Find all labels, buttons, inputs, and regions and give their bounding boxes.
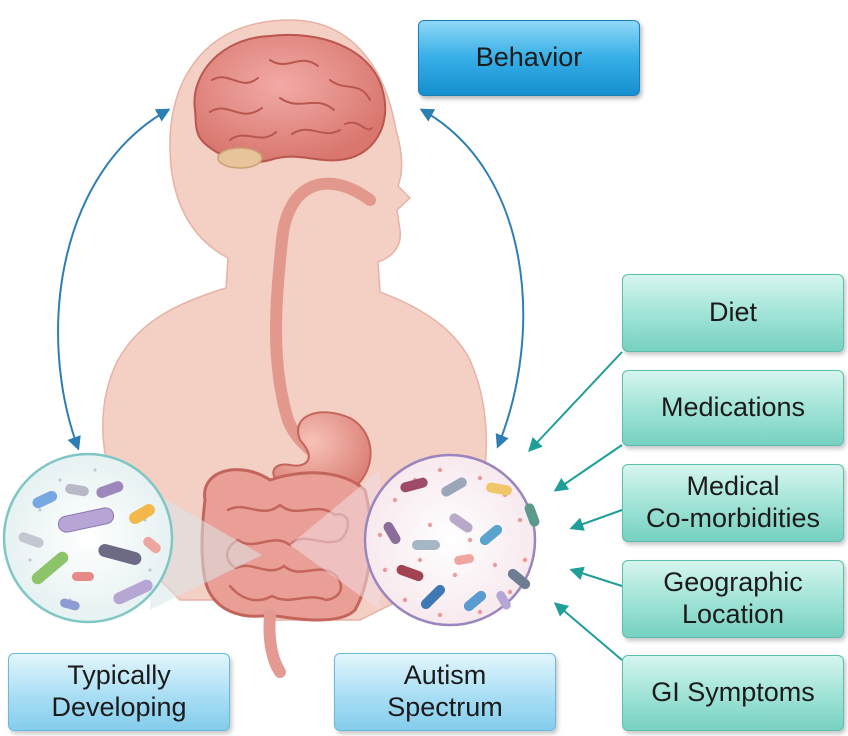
group-label-line2: Developing <box>51 692 187 722</box>
factor-label: GI Symptoms <box>651 677 815 708</box>
factor-box-geographic: Geographic Location <box>622 560 844 638</box>
behavior-box: Behavior <box>418 20 640 96</box>
factor-label-line1: Medical <box>686 471 780 502</box>
zoom-cone-left <box>150 490 262 610</box>
factor-label-line2: Location <box>681 599 785 629</box>
factor-label: Diet <box>708 297 757 328</box>
behavior-label: Behavior <box>475 42 583 73</box>
arrow-diet <box>528 351 623 453</box>
factor-box-gi-symptoms: GI Symptoms <box>622 655 844 731</box>
factor-label-line2: Co-morbidities <box>645 503 821 533</box>
arrow-brain-to-autism <box>419 108 525 449</box>
factor-label-line1: Geographic <box>663 567 803 598</box>
factor-box-comorbidities: Medical Co-morbidities <box>622 464 844 542</box>
esophagus <box>270 177 376 461</box>
arrow-geographic <box>569 566 623 587</box>
zoom-cone-right <box>290 470 380 610</box>
group-box-autism-spectrum: Autism Spectrum <box>334 653 556 731</box>
brain-illustration <box>193 33 387 169</box>
group-label-line1: Typically <box>67 660 171 691</box>
arrow-gi-symptoms <box>553 602 623 661</box>
arrow-comorbidities <box>569 509 623 531</box>
arrow-medications <box>553 444 623 492</box>
group-label-line2: Spectrum <box>387 692 503 722</box>
factor-box-medications: Medications <box>622 370 844 446</box>
microbiome-circle-typical <box>2 452 174 624</box>
arrow-brain-to-typical <box>57 108 171 451</box>
group-label-line1: Autism <box>403 660 487 691</box>
group-box-typically-developing: Typically Developing <box>8 653 230 731</box>
factor-label: Medications <box>660 392 806 423</box>
microbiome-circle-autism <box>363 453 540 627</box>
factor-box-diet: Diet <box>622 274 844 352</box>
